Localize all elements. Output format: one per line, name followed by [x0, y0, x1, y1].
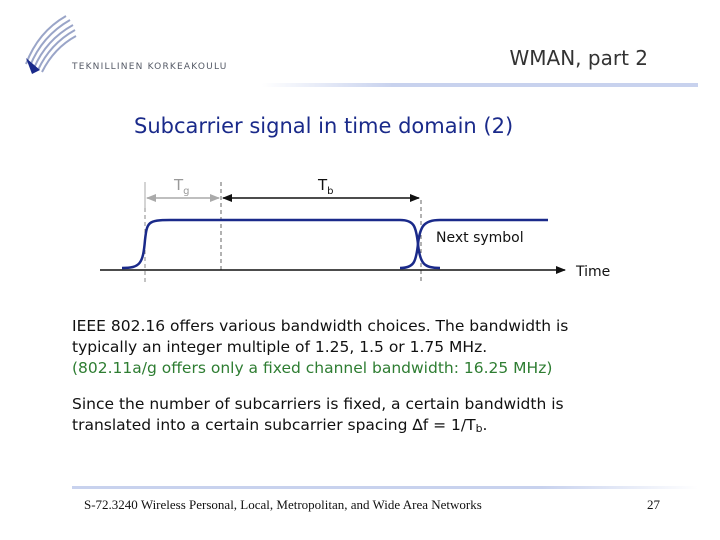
spacing-paragraph: Since the number of subcarriers is fixed…	[72, 394, 692, 439]
tg-label: Tg	[173, 176, 190, 197]
header-title: WMAN, part 2	[509, 46, 649, 70]
footer-divider	[72, 486, 698, 489]
bandwidth-paragraph: IEEE 802.16 offers various bandwidth cho…	[72, 316, 692, 379]
para2-line2: translated into a certain subcarrier spa…	[72, 416, 488, 436]
org-name: TEKNILLINEN KORKEAKOULU	[72, 62, 228, 72]
tb-label: Tb	[317, 176, 334, 197]
para1-note: (802.11a/g offers only a fixed channel b…	[72, 359, 553, 377]
para2-line1: Since the number of subcarriers is fixed…	[72, 395, 564, 413]
para1-line1: IEEE 802.16 offers various bandwidth cho…	[72, 317, 569, 335]
slide-title: Subcarrier signal in time domain (2)	[134, 114, 514, 138]
subcarrier-signal-diagram: Tg Tb Next symbol Time	[100, 176, 610, 282]
para1-line2: typically an integer multiple of 1.25, 1…	[72, 338, 488, 356]
header-divider	[262, 83, 698, 87]
footer-course: S-72.3240 Wireless Personal, Local, Metr…	[84, 497, 482, 512]
page-number: 27	[647, 497, 660, 512]
delta-symbol: ∆	[412, 416, 423, 434]
university-logo	[25, 15, 77, 74]
time-label: Time	[575, 264, 610, 280]
next-symbol-label: Next symbol	[436, 230, 524, 246]
symbol-pulse	[121, 218, 441, 270]
next-symbol-pulse	[399, 218, 548, 270]
